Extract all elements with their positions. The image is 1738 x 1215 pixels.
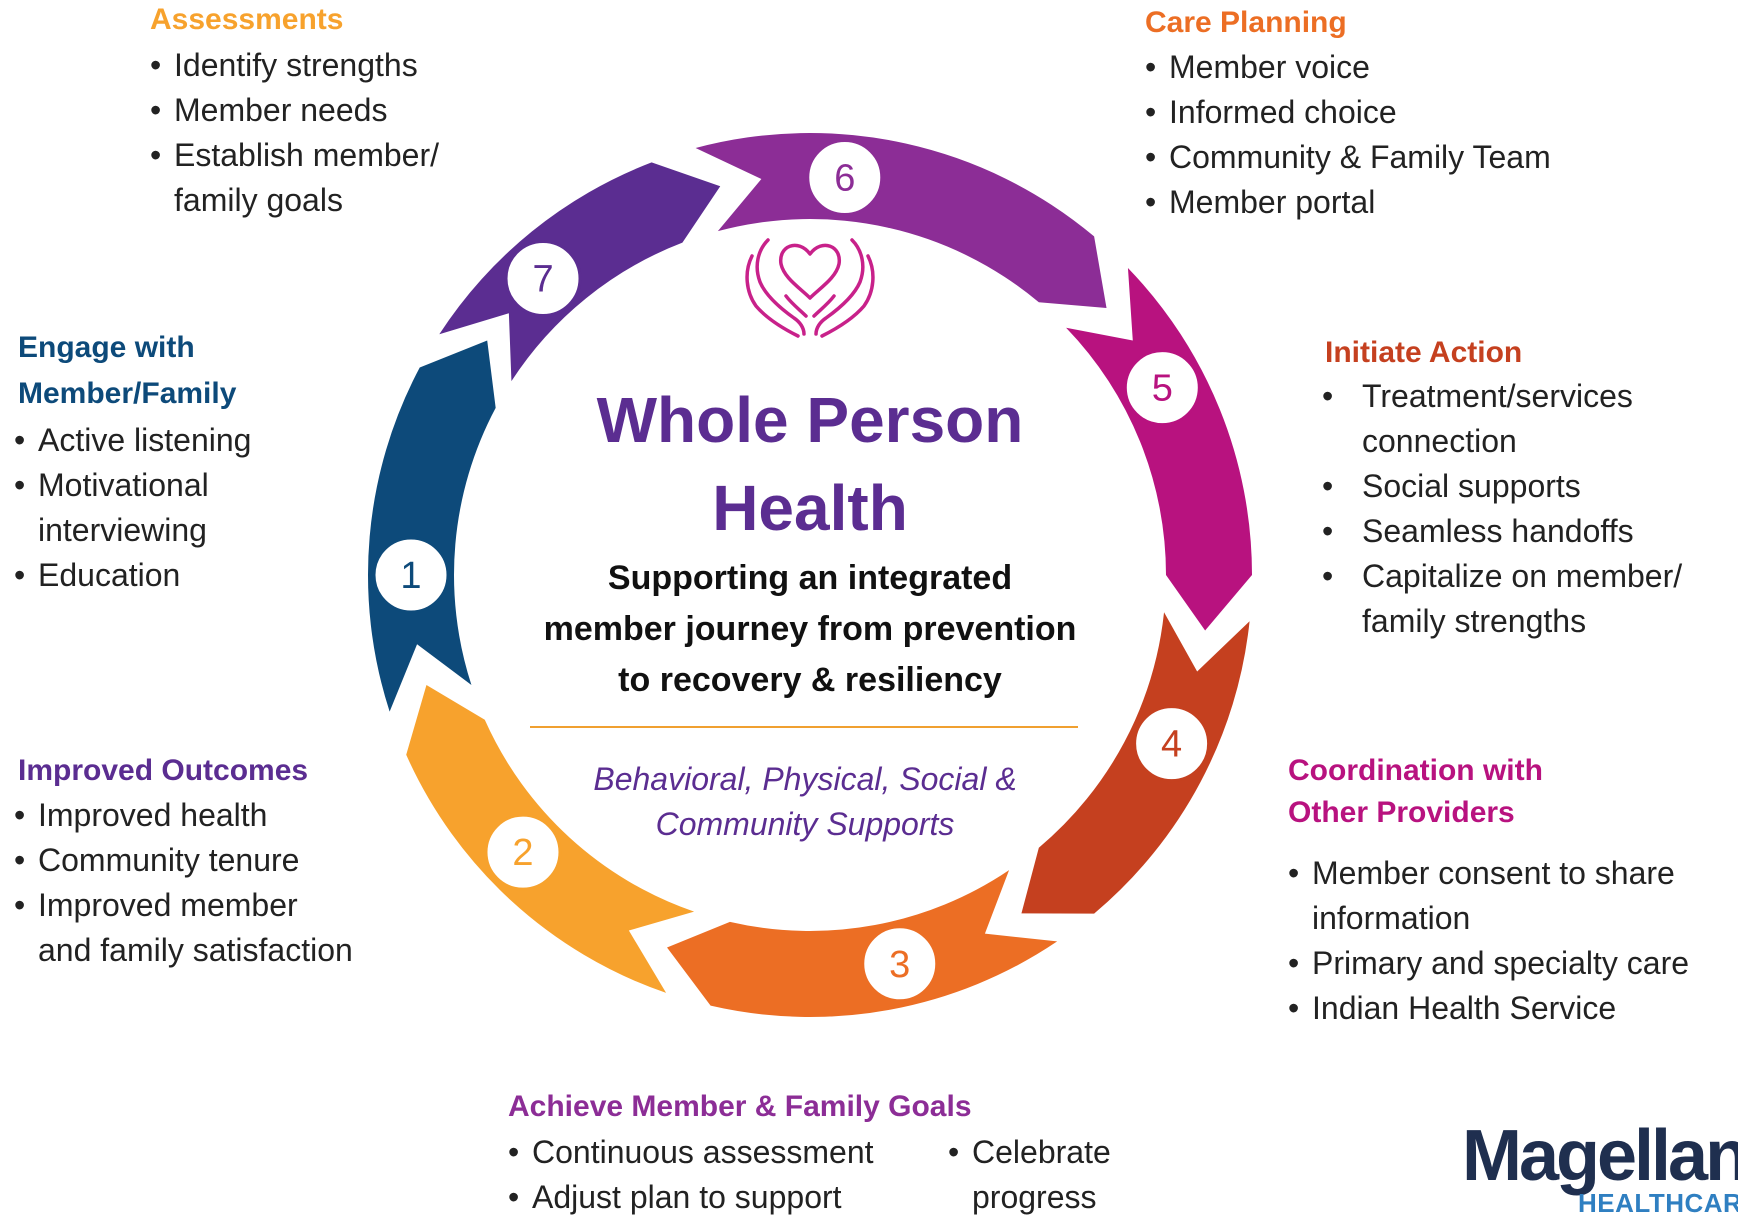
stage-6-number: 6: [834, 158, 855, 200]
stage-1-title-line: Engage with: [18, 331, 195, 364]
center-supports-line: Community Supports: [655, 806, 955, 842]
stage-4-number: 4: [1161, 724, 1182, 766]
heart-in-hands-icon: [745, 238, 875, 338]
list-item: Primary and specialty care: [1288, 941, 1733, 986]
list-item: Indian Health Service: [1288, 986, 1733, 1031]
center-subtitle: Supporting an integrated member journey …: [470, 553, 1150, 706]
stage-6-list-left: Continuous assessment Adjust plan to sup…: [508, 1130, 898, 1215]
list-item: Member portal: [1145, 180, 1605, 225]
list-item: Identify strengths: [150, 43, 490, 88]
list-item: Adjust plan to support: [508, 1175, 898, 1215]
magellan-logo: Magellan: [1462, 1116, 1738, 1196]
center-subtitle-line: Supporting an integrated: [607, 559, 1013, 597]
list-item: Member voice: [1145, 45, 1605, 90]
stage-2-title-line: Assessments: [150, 3, 344, 36]
stage-4-badge: [1133, 705, 1211, 783]
stage-2-badge: [484, 813, 562, 891]
center-supports: Behavioral, Physical, Social & Community…: [540, 757, 1070, 847]
center-supports-line: Behavioral, Physical, Social &: [593, 761, 1017, 797]
stage-5-list: Member consent to share information Prim…: [1288, 851, 1733, 1031]
stage-4-title: Initiate Action: [1325, 330, 1522, 376]
list-item: Social supports: [1322, 464, 1732, 509]
stage-6-title: Achieve Member & Family Goals: [508, 1084, 972, 1130]
stage-1-title-line: Member/Family: [18, 377, 237, 410]
list-item: Seamless handoffs: [1322, 509, 1732, 554]
stage-2-list: Identify strengths Member needs Establis…: [150, 43, 490, 223]
stage-5-title-line: Coordination with: [1288, 754, 1543, 787]
stage-3-arrow: [667, 870, 1058, 1018]
stage-4-title-line: Initiate Action: [1325, 336, 1523, 369]
stage-2-title: Assessments: [150, 0, 343, 43]
list-item: Continuous assessment: [508, 1130, 898, 1175]
list-item: Motivational interviewing: [14, 463, 274, 553]
list-item: Celebrate progress: [948, 1130, 1148, 1215]
list-item: Active listening: [14, 418, 274, 463]
stage-5-title-line: Other Providers: [1288, 796, 1515, 829]
list-item: Education: [14, 553, 274, 598]
stage-5-number: 5: [1152, 368, 1173, 410]
stage-5-title: Coordination with Other Providers: [1288, 750, 1543, 834]
center-subtitle-line: to recovery & resiliency: [618, 661, 1002, 699]
list-item: Member needs: [150, 88, 490, 133]
stage-1-number: 1: [400, 555, 421, 597]
stage-3-title: Care Planning: [1145, 0, 1347, 46]
stage-6-badge: [806, 139, 884, 217]
stage-3-list: Member voice Informed choice Community &…: [1145, 45, 1605, 225]
stage-1-title: Engage with Member/Family: [18, 325, 236, 417]
stage-1-list: Active listening Motivational interviewi…: [14, 418, 274, 598]
stage-7-title-line: Improved Outcomes: [18, 754, 309, 787]
list-item: Informed choice: [1145, 90, 1605, 135]
stage-2-number: 2: [512, 832, 533, 874]
list-item: Community tenure: [14, 838, 394, 883]
magellan-logo-sub: HEALTHCARE: [1578, 1188, 1738, 1215]
stage-7-badge: [504, 239, 582, 317]
list-item: Improved health: [14, 793, 394, 838]
list-item: Member consent to share information: [1288, 851, 1733, 941]
center-divider: [530, 726, 1078, 728]
stage-1-arrow: [368, 340, 496, 712]
stage-3-title-line: Care Planning: [1145, 6, 1347, 39]
stage-1-badge: [372, 536, 450, 614]
list-item: Establish member/ family goals: [150, 133, 490, 223]
stage-3-badge: [861, 925, 939, 1003]
stage-5-badge: [1123, 349, 1201, 427]
stage-7-title: Improved Outcomes: [18, 748, 308, 794]
stage-7-number: 7: [532, 258, 553, 300]
stage-6-arrow: [695, 132, 1107, 309]
list-item: Improved member and family satisfaction: [14, 883, 394, 973]
stage-4-list: Treatment/services connection Social sup…: [1322, 374, 1732, 644]
stage-7-list: Improved health Community tenure Improve…: [14, 793, 394, 973]
stage-4-arrow: [1021, 612, 1250, 914]
center-title-line-2: Health: [712, 472, 908, 544]
stage-5-arrow: [1066, 267, 1252, 631]
stage-6-title-line: Achieve Member & Family Goals: [508, 1090, 972, 1123]
stage-3-number: 3: [889, 944, 910, 986]
center-title-line-1: Whole Person: [596, 384, 1024, 456]
center-subtitle-line: member journey from prevention: [543, 610, 1077, 648]
list-item: Capitalize on member/ family strengths: [1322, 554, 1732, 644]
list-item: Community & Family Team: [1145, 135, 1605, 180]
stage-6-list-right: Celebrate progress: [948, 1130, 1148, 1215]
list-item: Treatment/services connection: [1322, 374, 1732, 464]
